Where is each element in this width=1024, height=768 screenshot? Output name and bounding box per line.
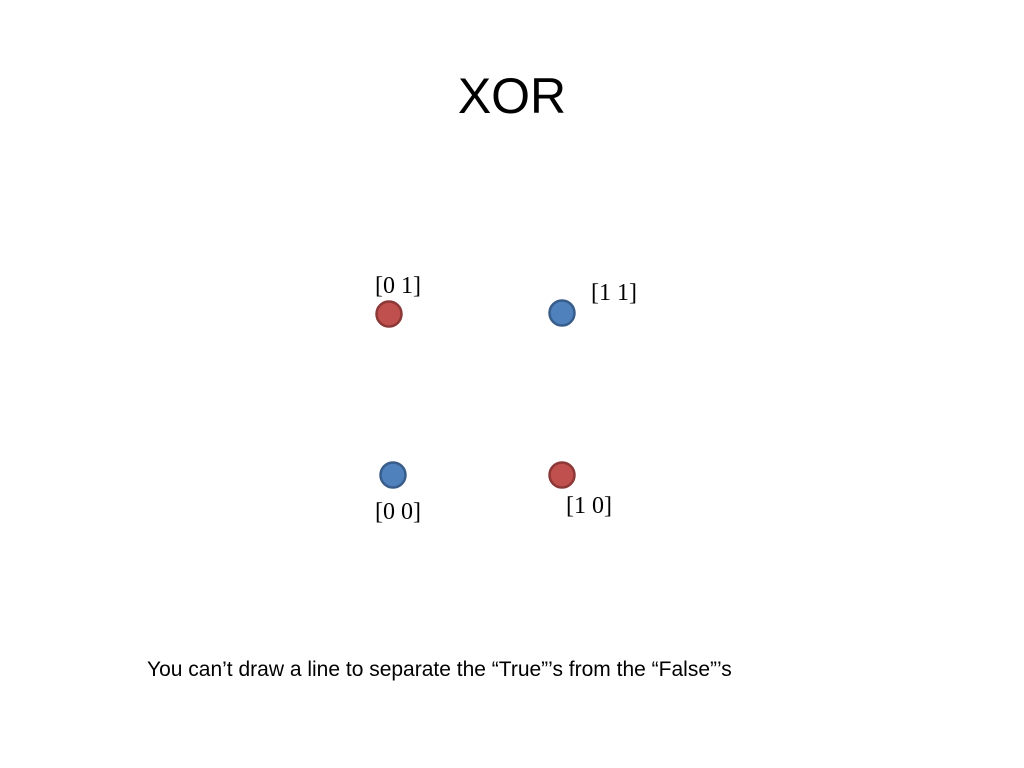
point-1-0: [1 0] xyxy=(548,461,612,519)
point-0-1-label: [0 1] xyxy=(375,273,421,299)
point-1-1: [1 1] xyxy=(548,280,637,327)
point-0-1-marker xyxy=(375,300,403,328)
point-1-0-marker xyxy=(548,461,576,489)
slide-caption: You can’t draw a line to separate the “T… xyxy=(147,658,732,681)
point-0-0: [0 0] xyxy=(375,461,421,525)
point-1-1-marker xyxy=(548,299,576,327)
point-0-0-label: [0 0] xyxy=(375,499,421,525)
point-1-1-label: [1 1] xyxy=(591,280,637,306)
point-1-0-label: [1 0] xyxy=(566,493,612,519)
point-0-1: [0 1] xyxy=(375,273,421,328)
slide-title: XOR xyxy=(457,68,567,124)
point-0-0-marker xyxy=(379,461,407,489)
